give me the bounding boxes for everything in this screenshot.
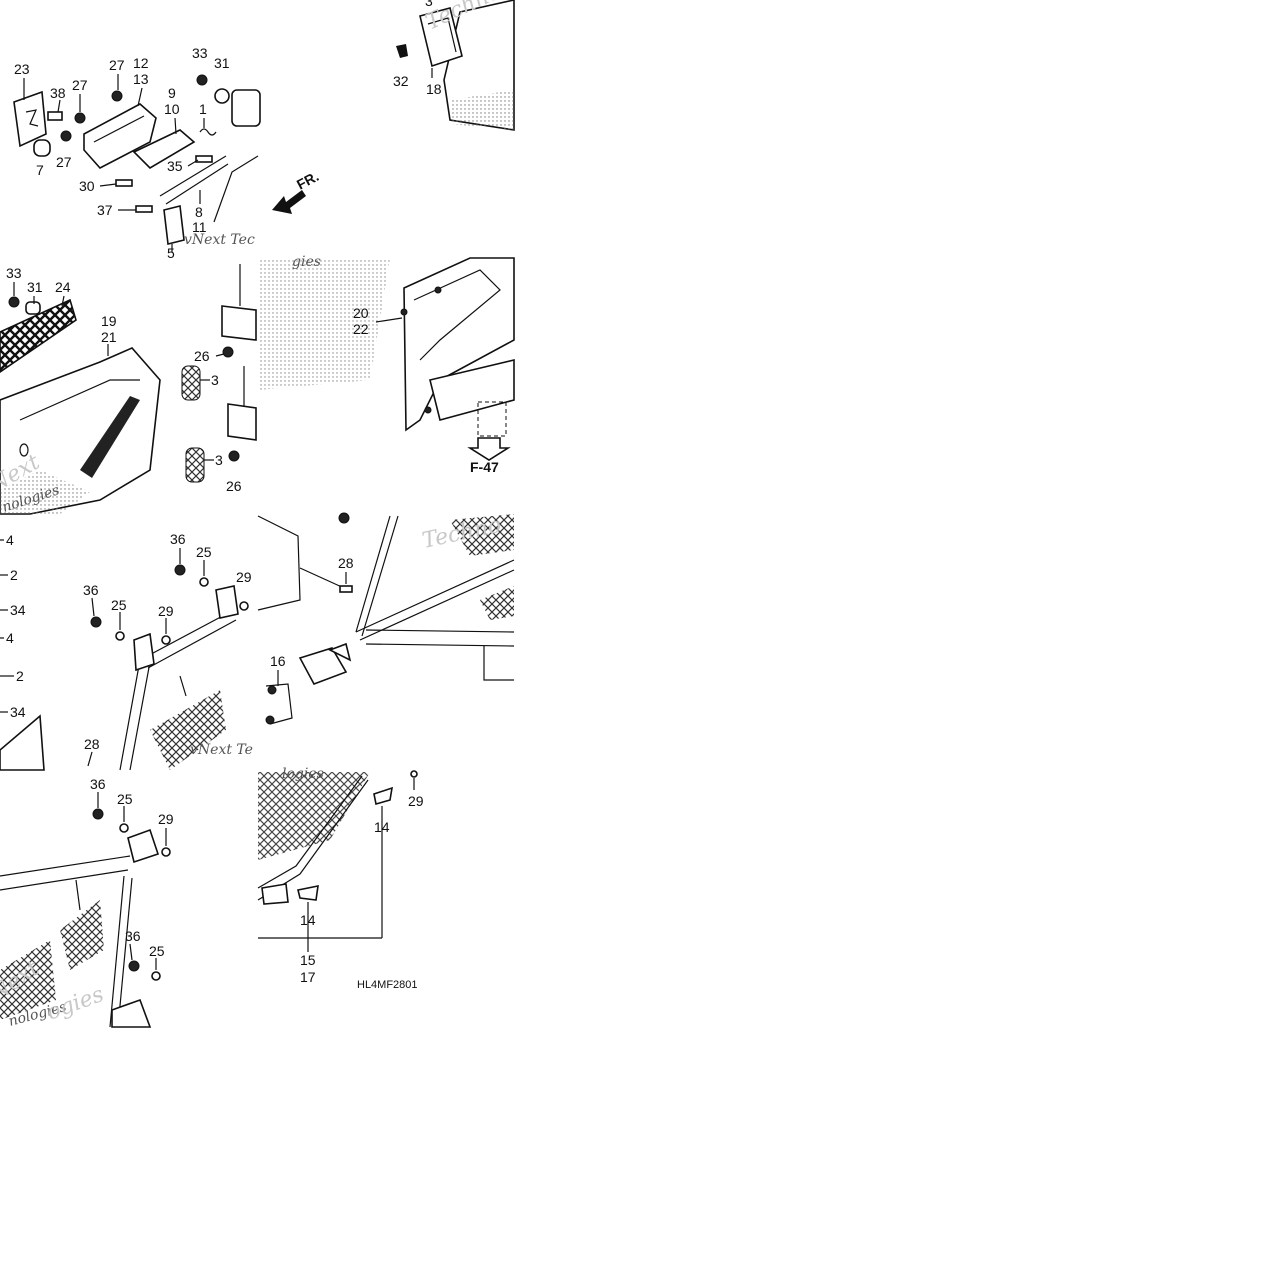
callout-28: 28	[338, 555, 354, 571]
callout-24: 24	[55, 279, 71, 295]
callout-3: 3	[211, 372, 219, 388]
callout-16: 16	[270, 653, 286, 669]
tile-2-door-panel-top: 3 32 18 Techno	[393, 0, 515, 131]
callout-28: 28	[84, 736, 100, 752]
callout-36: 36	[83, 582, 99, 598]
callout-37: 37	[97, 202, 113, 218]
callout-3: 3	[215, 452, 223, 468]
watermark: vNext Tec	[184, 232, 255, 248]
tile-1-latch-assembly: 23 38 27 27 12 13 9 10 33 31 1 7 27 30 3…	[13, 45, 321, 261]
callout-22: 22	[353, 321, 369, 337]
reference-f-47: F-47	[470, 459, 499, 475]
callout-29: 29	[236, 569, 252, 585]
callout-4: 4	[6, 630, 14, 646]
tile-8-door-strap: 29 14 14 15 17 HL4MF2801 logies	[257, 766, 424, 991]
callout-27: 27	[72, 77, 88, 93]
callout-25: 25	[117, 791, 133, 807]
callout-34: 34	[10, 704, 26, 720]
callout-32: 32	[393, 73, 409, 89]
callout-10: 10	[164, 101, 180, 117]
tile-3-door-left-and-hinge: 33 31 24 19 21 26 3 3 26 Next nologies	[0, 264, 257, 516]
watermark: logies	[282, 766, 324, 782]
callout-36: 36	[90, 776, 106, 792]
callout-36: 36	[170, 531, 186, 547]
callout-8: 8	[195, 204, 203, 220]
callout-31: 31	[27, 279, 43, 295]
callout-25: 25	[111, 597, 127, 613]
callout-36: 36	[125, 928, 141, 944]
callout-12: 12	[133, 55, 149, 71]
diagram-code: HL4MF2801	[357, 979, 418, 991]
callout-26: 26	[194, 348, 210, 364]
callout-5: 5	[167, 245, 175, 261]
tile-5-door-frame-left: 4 2 34 4 2 34 36 25 29 36 25 29 28 vNext…	[0, 531, 253, 771]
callout-38: 38	[50, 85, 66, 101]
callout-18: 18	[426, 81, 442, 97]
callout-13: 13	[133, 71, 149, 87]
callout-23: 23	[14, 61, 30, 77]
callout-34: 34	[10, 602, 26, 618]
callout-4: 4	[6, 532, 14, 548]
callout-29: 29	[158, 811, 174, 827]
callout-2: 2	[16, 668, 24, 684]
callout-31: 31	[214, 55, 230, 71]
callout-25: 25	[196, 544, 212, 560]
callout-7: 7	[36, 162, 44, 178]
callout-3: 3	[425, 0, 433, 9]
tile-7-door-frame-lower-left: 36 25 29 36 25 Next nologies ogies	[0, 776, 174, 1030]
callout-27: 27	[109, 57, 125, 73]
callout-29: 29	[408, 793, 424, 809]
callout-25: 25	[149, 943, 165, 959]
callout-29: 29	[158, 603, 174, 619]
callout-20: 20	[353, 305, 369, 321]
callout-9: 9	[168, 85, 176, 101]
callout-17: 17	[300, 969, 316, 985]
callout-19: 19	[101, 313, 117, 329]
tile-6-door-frame-right: 28 16 Techno	[257, 512, 515, 725]
callout-21: 21	[101, 329, 117, 345]
callout-26: 26	[226, 478, 242, 494]
callout-14: 14	[374, 819, 390, 835]
callout-33: 33	[6, 265, 22, 281]
callout-11: 11	[192, 219, 207, 235]
callout-30: 30	[79, 178, 95, 194]
tile-4-door-right-panel: 20 22 F-47 gies	[258, 254, 515, 475]
watermark: gies	[292, 254, 321, 270]
callout-27: 27	[56, 154, 72, 170]
callout-1: 1	[199, 101, 207, 117]
watermark: vNext Te	[190, 742, 253, 758]
front-direction-label: FR.	[294, 168, 321, 193]
callout-15: 15	[300, 952, 316, 968]
callout-14: 14	[300, 912, 316, 928]
callout-33: 33	[192, 45, 208, 61]
callout-35: 35	[167, 158, 183, 174]
callout-2: 2	[10, 567, 18, 583]
